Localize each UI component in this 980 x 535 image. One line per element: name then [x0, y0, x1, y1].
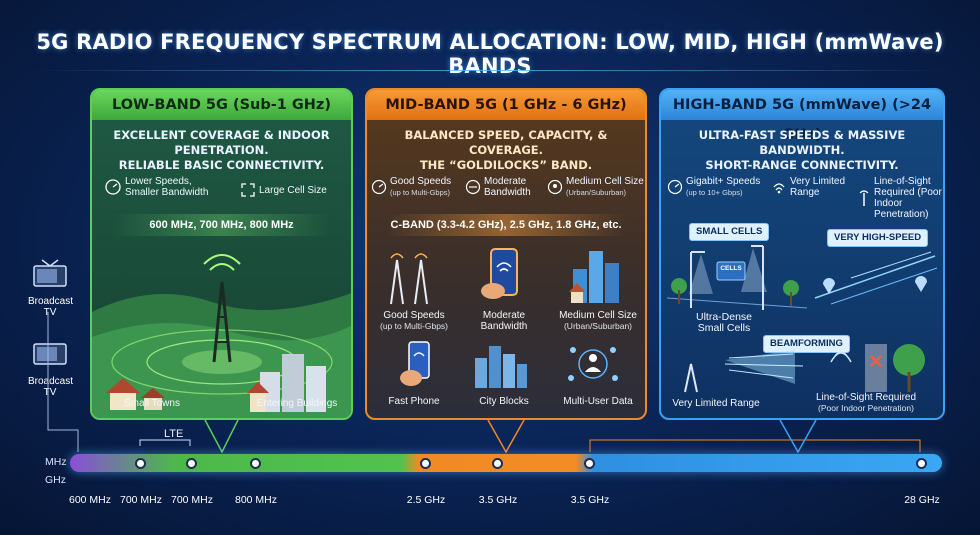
tv-icon	[33, 343, 67, 365]
city-icon	[569, 251, 619, 303]
high-band-panel: HIGH-BAND 5G (mmWave) (>24 GHz) ULTRA-FA…	[659, 88, 945, 420]
axis-unit-mhz: MHz	[45, 456, 67, 468]
axis-tick	[420, 458, 431, 469]
multi-user-data-label: Multi-User Data	[563, 396, 633, 407]
high-band-header: HIGH-BAND 5G (mmWave) (>24 GHz)	[661, 90, 943, 143]
city-blocks-label: City Blocks	[479, 396, 529, 407]
tree-icon	[893, 344, 925, 376]
cell-tower-icon	[684, 363, 698, 393]
tick-label: 3.5 GHz	[570, 494, 610, 506]
tick-label: 800 MHz	[234, 494, 278, 506]
low-feature-speed: Lower Speeds,Smaller Bandwidth	[104, 176, 208, 198]
house-icon	[106, 378, 165, 410]
antenna-icon	[859, 190, 869, 206]
lte-label: LTE	[164, 428, 184, 440]
fast-phone-label: Fast Phone	[388, 396, 440, 407]
tv-icon	[33, 259, 67, 287]
axis-tick	[492, 458, 503, 469]
broadcast-tv-label-1: Broadcast TV	[28, 296, 74, 318]
cells-sign: CELLS	[720, 265, 742, 272]
phone-icon	[481, 248, 518, 299]
mid-grid-label-speed: Good Speeds(up to Multi-Gbps)	[379, 310, 449, 331]
low-band-description: EXCELLENT COVERAGE & INDOOR PENETRATION.…	[113, 128, 330, 172]
axis-unit-ghz: GHz	[45, 474, 66, 486]
tick-label: 2.5 GHz	[406, 494, 446, 506]
entering-buildings-label: Entering Buildings	[256, 398, 338, 409]
high-feature-speed: Gigabit+ Speeds(up to 10+ Gbps)	[667, 176, 760, 198]
tick-label: 700 MHz	[170, 494, 214, 506]
speedometer-icon	[105, 179, 121, 195]
mid-band-header: MID-BAND 5G (1 GHz - 6 GHz)	[367, 90, 645, 120]
low-band-panel: LOW-BAND 5G (Sub-1 GHz) EXCELLENT COVERA…	[90, 88, 353, 420]
mid-band-panel: MID-BAND 5G (1 GHz - 6 GHz) BALANCED SPE…	[365, 88, 647, 420]
bandwidth-icon	[465, 179, 481, 195]
very-limited-range-label: Very Limited Range	[672, 398, 760, 409]
spectrum-axis	[70, 454, 942, 472]
cell-tower-icon	[390, 253, 428, 305]
low-band-frequencies: 600 MHz, 700 MHz, 800 MHz	[112, 214, 331, 236]
beamforming-scene	[684, 350, 804, 393]
tick-label: 28 GHz	[904, 494, 940, 506]
small-towns-label: Small Towns	[124, 398, 180, 409]
mid-feature-cell-size: Medium Cell Size(Urban/Suburban)	[547, 176, 644, 198]
small-cells-scene	[667, 245, 807, 310]
small-cells-pill: SMALL CELLS	[689, 223, 770, 241]
low-feature-cell-size: Large Cell Size	[240, 182, 327, 198]
location-pin-icon	[823, 278, 835, 294]
multi-user-icon	[568, 347, 618, 381]
signal-icon	[773, 183, 785, 194]
line-of-sight-label: Line-of-Sight Required(Poor Indoor Penet…	[815, 392, 917, 413]
signal-icon	[830, 351, 852, 363]
cell-tower-icon	[203, 254, 241, 363]
page-title: 5G RADIO FREQUENCY SPECTRUM ALLOCATION: …	[36, 30, 944, 78]
expand-icon	[241, 183, 255, 197]
speedometer-icon	[371, 179, 387, 195]
axis-tick	[916, 458, 927, 469]
low-band-scene	[92, 254, 351, 418]
location-pin-icon	[915, 276, 927, 292]
tick-label: 600 MHz	[68, 494, 112, 506]
blocked-x-icon	[870, 355, 882, 367]
location-icon	[547, 179, 563, 195]
high-speed-beams	[814, 251, 938, 305]
building-icon	[247, 354, 326, 412]
line-of-sight-scene	[830, 344, 925, 392]
axis-tick	[186, 458, 197, 469]
mid-band-description: BALANCED SPEED, CAPACITY, & COVERAGE. TH…	[404, 128, 608, 172]
axis-tick	[250, 458, 261, 469]
title-underline	[30, 70, 950, 71]
low-band-header: LOW-BAND 5G (Sub-1 GHz)	[92, 90, 351, 120]
fast-phone-icon	[400, 341, 430, 386]
beamforming-pill: BEAMFORMING	[763, 335, 850, 353]
tick-label: 3.5 GHz	[478, 494, 518, 506]
broadcast-tv-label-2: Broadcast TV	[28, 376, 74, 398]
city-blocks-icon	[475, 346, 527, 388]
speedometer-icon	[667, 179, 683, 195]
mid-grid-label-cell-size: Medium Cell Size(Urban/Suburban)	[559, 310, 637, 331]
tick-label: 700 MHz	[119, 494, 163, 506]
mid-band-frequencies: C-BAND (3.3-4.2 GHz), 2.5 GHz, 1.8 GHz, …	[387, 214, 625, 236]
axis-tick	[135, 458, 146, 469]
mid-feature-speed: Good Speeds(up to Multi-Gbps)	[371, 176, 451, 198]
very-high-speed-pill: VERY HIGH-SPEED	[827, 229, 929, 247]
axis-tick	[584, 458, 595, 469]
high-band-description: ULTRA-FAST SPEEDS & MASSIVE BANDWIDTH. S…	[698, 128, 906, 172]
